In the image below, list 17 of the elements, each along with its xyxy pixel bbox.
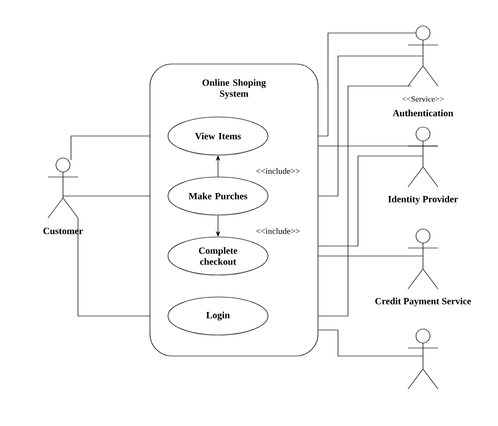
node-label: <<Service>> [402, 96, 444, 102]
association-line [318, 32, 416, 136]
actor: Credit Payment Service [374, 228, 472, 308]
actor [408, 328, 438, 390]
actor: Identity Provider [386, 126, 460, 206]
association-line [70, 136, 150, 160]
association-line [318, 56, 424, 196]
edge-label: <<include>> [254, 167, 302, 175]
association-line [318, 156, 424, 246]
actor: <<Service>> Authentication [392, 26, 454, 118]
node-label: Authentication [392, 110, 454, 116]
association-line [78, 218, 150, 316]
association-line [318, 86, 412, 316]
edge-label: <<include>> [254, 227, 302, 235]
association-line [318, 330, 424, 356]
node-label: Identity Provider [388, 196, 458, 204]
node-label: Credit Payment Service [375, 298, 471, 306]
